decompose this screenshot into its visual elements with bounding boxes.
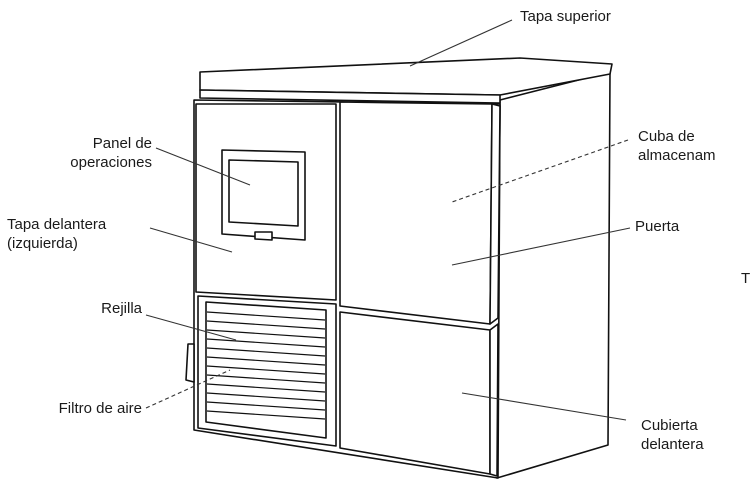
leader-air-filter bbox=[145, 369, 231, 409]
label-front-cover-left-2: (izquierda) bbox=[7, 235, 78, 252]
label-door: Puerta bbox=[635, 218, 680, 235]
leader-grille bbox=[145, 314, 237, 341]
label-grille: Rejilla bbox=[101, 300, 142, 317]
leader-operation-panel bbox=[155, 147, 251, 186]
leader-door bbox=[451, 227, 631, 266]
label-front-cover-left-1: Tapa delantera bbox=[7, 216, 107, 233]
front-cover bbox=[339, 311, 491, 475]
leader-front-cover-left bbox=[149, 227, 233, 253]
label-storage-tank-1: Cuba de bbox=[638, 128, 695, 145]
label-top-cover: Tapa superior bbox=[520, 8, 611, 25]
label-front-cover-1: Cubierta bbox=[641, 417, 698, 434]
leader-front-cover bbox=[461, 392, 627, 421]
label-air-filter: Filtro de aire bbox=[58, 400, 142, 417]
label-front-cover-2: delantera bbox=[641, 436, 704, 453]
label-storage-tank-2: almacenam bbox=[638, 147, 716, 164]
door bbox=[339, 101, 493, 325]
label-operation-panel-1: Panel de bbox=[92, 135, 152, 152]
right-side-panel bbox=[496, 71, 611, 479]
leader-storage-tank bbox=[451, 139, 629, 203]
label-cut-char: T bbox=[741, 270, 751, 287]
label-operation-panel-2: operaciones bbox=[70, 154, 152, 171]
leader-top-cover bbox=[409, 19, 513, 67]
